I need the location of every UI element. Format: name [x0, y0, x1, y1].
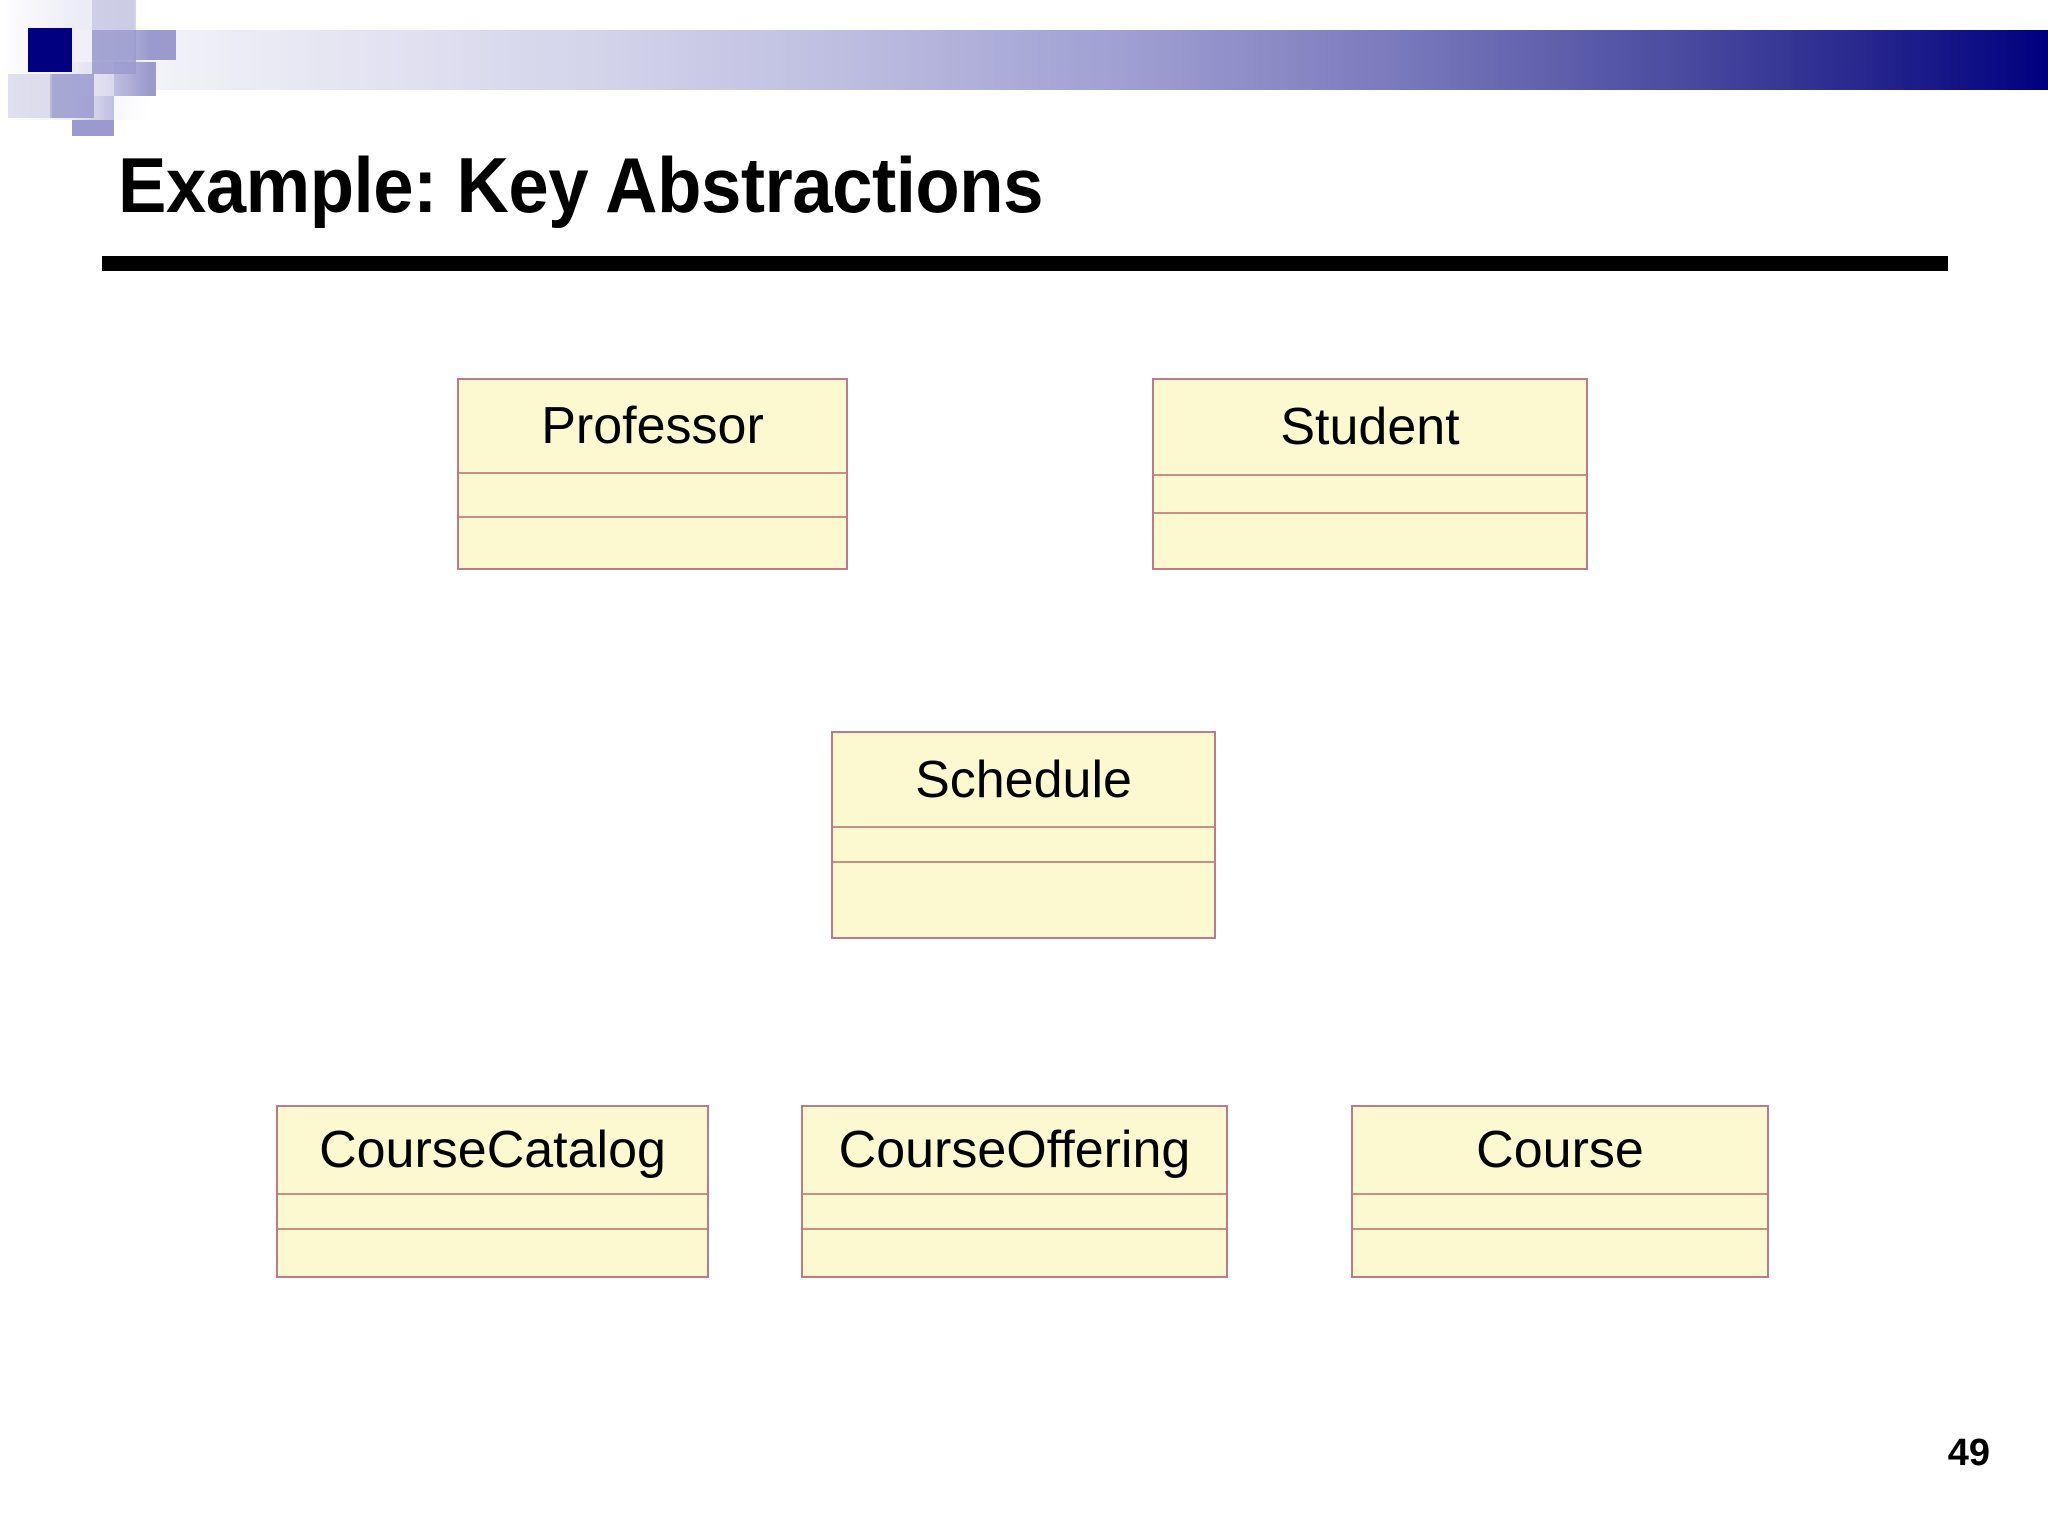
uml-attributes-course: [1353, 1195, 1767, 1230]
uml-attributes-schedule: [833, 828, 1214, 863]
uml-class-name-courseoffering: CourseOffering: [803, 1107, 1226, 1195]
header-square-light-d: [8, 74, 52, 118]
uml-class-schedule[interactable]: Schedule: [831, 731, 1216, 939]
uml-attributes-courseoffering: [803, 1195, 1226, 1230]
uml-class-name-student: Student: [1154, 380, 1586, 476]
uml-class-name-professor: Professor: [459, 380, 846, 474]
uml-attributes-professor: [459, 474, 846, 518]
uml-operations-schedule: [833, 863, 1214, 937]
page-number: 49: [1947, 1432, 1990, 1474]
title-underline-rule: [102, 256, 1948, 271]
uml-class-professor[interactable]: Professor: [457, 378, 848, 570]
page-title: Example: Key Abstractions: [118, 141, 1043, 229]
uml-operations-coursecatalog: [278, 1230, 707, 1276]
uml-attributes-coursecatalog: [278, 1195, 707, 1230]
uml-class-courseoffering[interactable]: CourseOffering: [801, 1105, 1228, 1278]
uml-class-name-course: Course: [1353, 1107, 1767, 1195]
header-square-light-c: [92, 0, 136, 30]
header-square-mid-e: [50, 74, 94, 118]
uml-class-coursecatalog[interactable]: CourseCatalog: [276, 1105, 709, 1278]
uml-class-name-coursecatalog: CourseCatalog: [278, 1107, 707, 1195]
uml-class-course[interactable]: Course: [1351, 1105, 1769, 1278]
uml-class-name-schedule: Schedule: [833, 733, 1214, 828]
uml-operations-professor: [459, 518, 846, 568]
uml-attributes-student: [1154, 476, 1586, 514]
uml-operations-course: [1353, 1230, 1767, 1276]
header-square-navy-top: [28, 28, 72, 72]
uml-operations-courseoffering: [803, 1230, 1226, 1276]
uml-operations-student: [1154, 514, 1586, 568]
header-gradient-bar: [0, 30, 2048, 90]
uml-class-student[interactable]: Student: [1152, 378, 1588, 570]
header-square-mid-d: [92, 30, 136, 74]
